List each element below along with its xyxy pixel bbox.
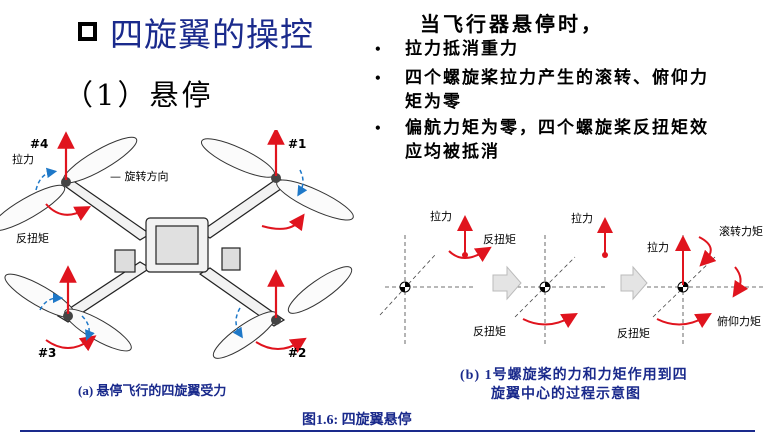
rotor-label-3: #3 bbox=[38, 346, 56, 360]
bullet-2-line-1: 四个螺旋桨拉力产生的滚转、俯仰力 bbox=[405, 68, 709, 88]
caption-a: (a) 悬停飞行的四旋翼受力 bbox=[78, 383, 227, 398]
bullet-dot: • bbox=[374, 42, 382, 56]
bottom-divider bbox=[20, 430, 755, 432]
propeller-1 bbox=[201, 138, 354, 221]
bullet-dot: • bbox=[374, 121, 382, 135]
force-transfer-diagram: 拉力 反扭矩 拉力 反扭矩 拉力 滚转力矩 反扭矩 俯仰力矩 bbox=[379, 209, 765, 345]
hub-3 bbox=[63, 311, 73, 321]
drone-frame bbox=[56, 177, 290, 327]
reaction-torque-label: 反扭矩 bbox=[16, 231, 49, 245]
center-markers bbox=[399, 281, 689, 293]
panel-b-reaction-1: 反扭矩 bbox=[483, 232, 516, 246]
page-title: 四旋翼的操控 bbox=[110, 15, 314, 54]
intro-text: 当飞行器悬停时， bbox=[420, 12, 604, 36]
thrust-point-2 bbox=[602, 252, 608, 258]
thrust-label: 拉力 bbox=[12, 152, 34, 166]
panel-b-thrust-1: 拉力 bbox=[430, 209, 452, 223]
figure-caption: 图1.6: 四旋翼悬停 bbox=[302, 413, 412, 428]
panel-b-reaction-3: 反扭矩 bbox=[617, 326, 650, 340]
panel-b-thrust-2: 拉力 bbox=[571, 211, 593, 225]
bullet-2-line-2: 矩为零 bbox=[405, 92, 462, 112]
thrust-point-1 bbox=[462, 252, 468, 258]
bullet-dot: • bbox=[374, 71, 382, 85]
rotor-label-2: #2 bbox=[288, 346, 306, 360]
caption-b-line-2: 旋翼中心的过程示意图 bbox=[491, 387, 641, 402]
rotor-label-1: #1 bbox=[288, 137, 306, 151]
title-bullet-square bbox=[78, 22, 97, 41]
rotation-direction-arcs bbox=[35, 167, 308, 341]
panel-b-reaction-2: 反扭矩 bbox=[473, 324, 506, 338]
hub-4 bbox=[61, 177, 71, 187]
bullet-3-line-1: 偏航力矩为零，四个螺旋桨反扭矩效 bbox=[405, 118, 709, 138]
hub-1 bbox=[271, 173, 281, 183]
bullet-3-line-2: 应均被抵消 bbox=[405, 142, 500, 162]
section-subtitle: （1）悬停 bbox=[64, 78, 214, 112]
panel-b-pitch: 俯仰力矩 bbox=[717, 314, 761, 328]
bullet-1-line-1: 拉力抵消重力 bbox=[405, 39, 519, 59]
panel-b-thrust-3: 拉力 bbox=[647, 240, 669, 254]
transition-arrows bbox=[492, 265, 648, 301]
hub-2 bbox=[271, 315, 281, 325]
caption-b-line-1: (b) 1号螺旋桨的力和力矩作用到四 bbox=[460, 368, 688, 383]
reaction-torque-arcs bbox=[45, 203, 307, 354]
thrust-arrows bbox=[57, 130, 285, 318]
rotation-direction-label: — 旋转方向 bbox=[110, 169, 169, 183]
axes bbox=[379, 235, 765, 345]
panel-b-roll: 滚转力矩 bbox=[719, 224, 763, 238]
rotor-label-4: #4 bbox=[30, 137, 48, 151]
quadrotor-diagram: #4 #1 #3 #2 拉力 — 旋转方向 反扭矩 bbox=[0, 130, 354, 360]
force-arrows bbox=[448, 215, 749, 328]
